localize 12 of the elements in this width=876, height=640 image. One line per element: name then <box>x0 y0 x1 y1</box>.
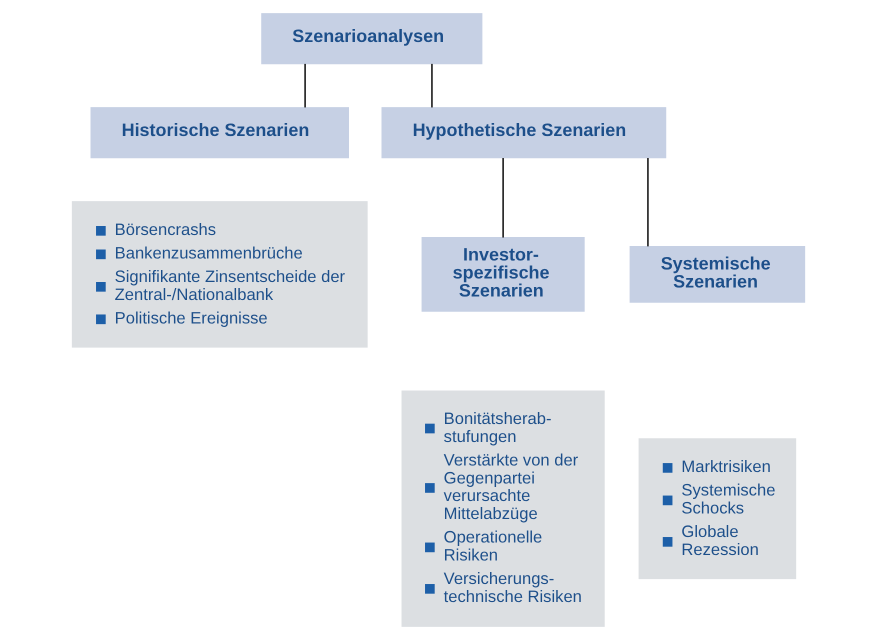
node-box: Szenarioanalysen <box>260 13 482 64</box>
connector <box>430 64 432 108</box>
node-box: Systemische Szenarien <box>629 246 805 303</box>
node-box: Investor-spezifische Szenarien <box>421 237 584 312</box>
node-box: Marktrisiken Systemische Schocks Globale Rezession <box>638 438 796 580</box>
node-box: Hypothetische Szenarien <box>380 107 666 158</box>
connector <box>646 158 648 246</box>
connector <box>502 158 504 238</box>
node-box: Historische Szenarien <box>90 107 348 158</box>
node-box: Bonitätsherab-stufungen Verstärkte von der Gegenpartei verursachte Mittelabzüge Operationelle Risiken Versicherungs-technische Risiken <box>401 390 604 627</box>
connector <box>304 64 306 108</box>
node-box: Börsencrashs Bankenzusammenbrüche Signifikante Zinsentscheide der Zentral-/Nationalbank Politische Ereignisse <box>71 201 368 348</box>
